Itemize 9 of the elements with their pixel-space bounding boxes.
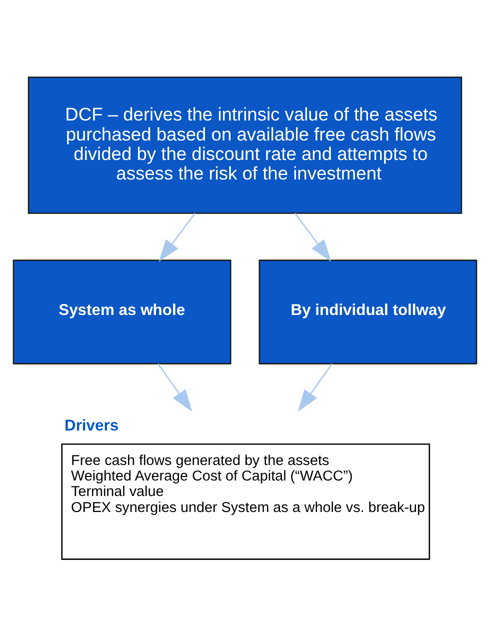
node-box: By individual tollway (258, 260, 478, 364)
node-box: System as whole (12, 260, 232, 364)
arrow (294, 212, 332, 262)
node-box: DCF – derives the intrinsic value of the assets purchased based on available free cash flows divided by the discount rate and attempts to assess the risk of the investment (28, 76, 462, 214)
arrow (157, 363, 192, 412)
node-label: Drivers (64, 417, 119, 434)
arrow (158, 212, 196, 262)
node-box: Free cash flows generated by the assets Weighted Average Cost of Capital (“WACC”) Terminal value OPEX synergies under System as a whole vs. break-up (61, 443, 430, 560)
arrow (298, 363, 333, 412)
